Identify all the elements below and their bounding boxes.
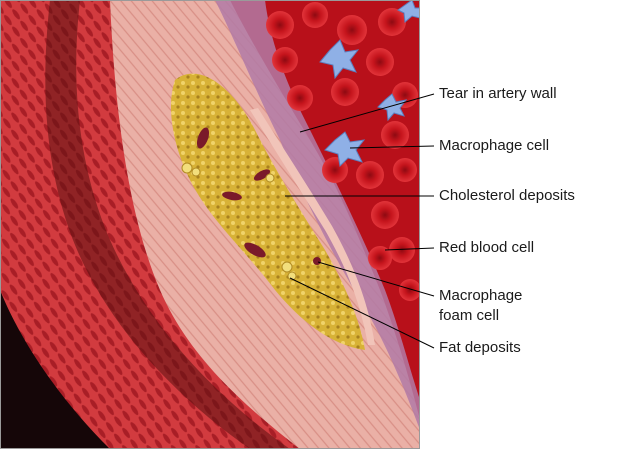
artery-cross-section-illustration <box>0 0 420 449</box>
label-macrophage-foam-cell-line2: foam cell <box>439 307 500 324</box>
label-macrophage-cell: Macrophage cell <box>439 137 550 154</box>
label-fat-deposits: Fat deposits <box>439 339 521 356</box>
label-macrophage-foam-cell-line1: Macrophage <box>439 287 523 304</box>
label-red-blood-cell: Red blood cell <box>439 239 535 256</box>
label-tear-in-artery-wall: Tear in artery wall <box>439 85 557 102</box>
label-cholesterol-deposits: Cholesterol deposits <box>439 187 575 204</box>
